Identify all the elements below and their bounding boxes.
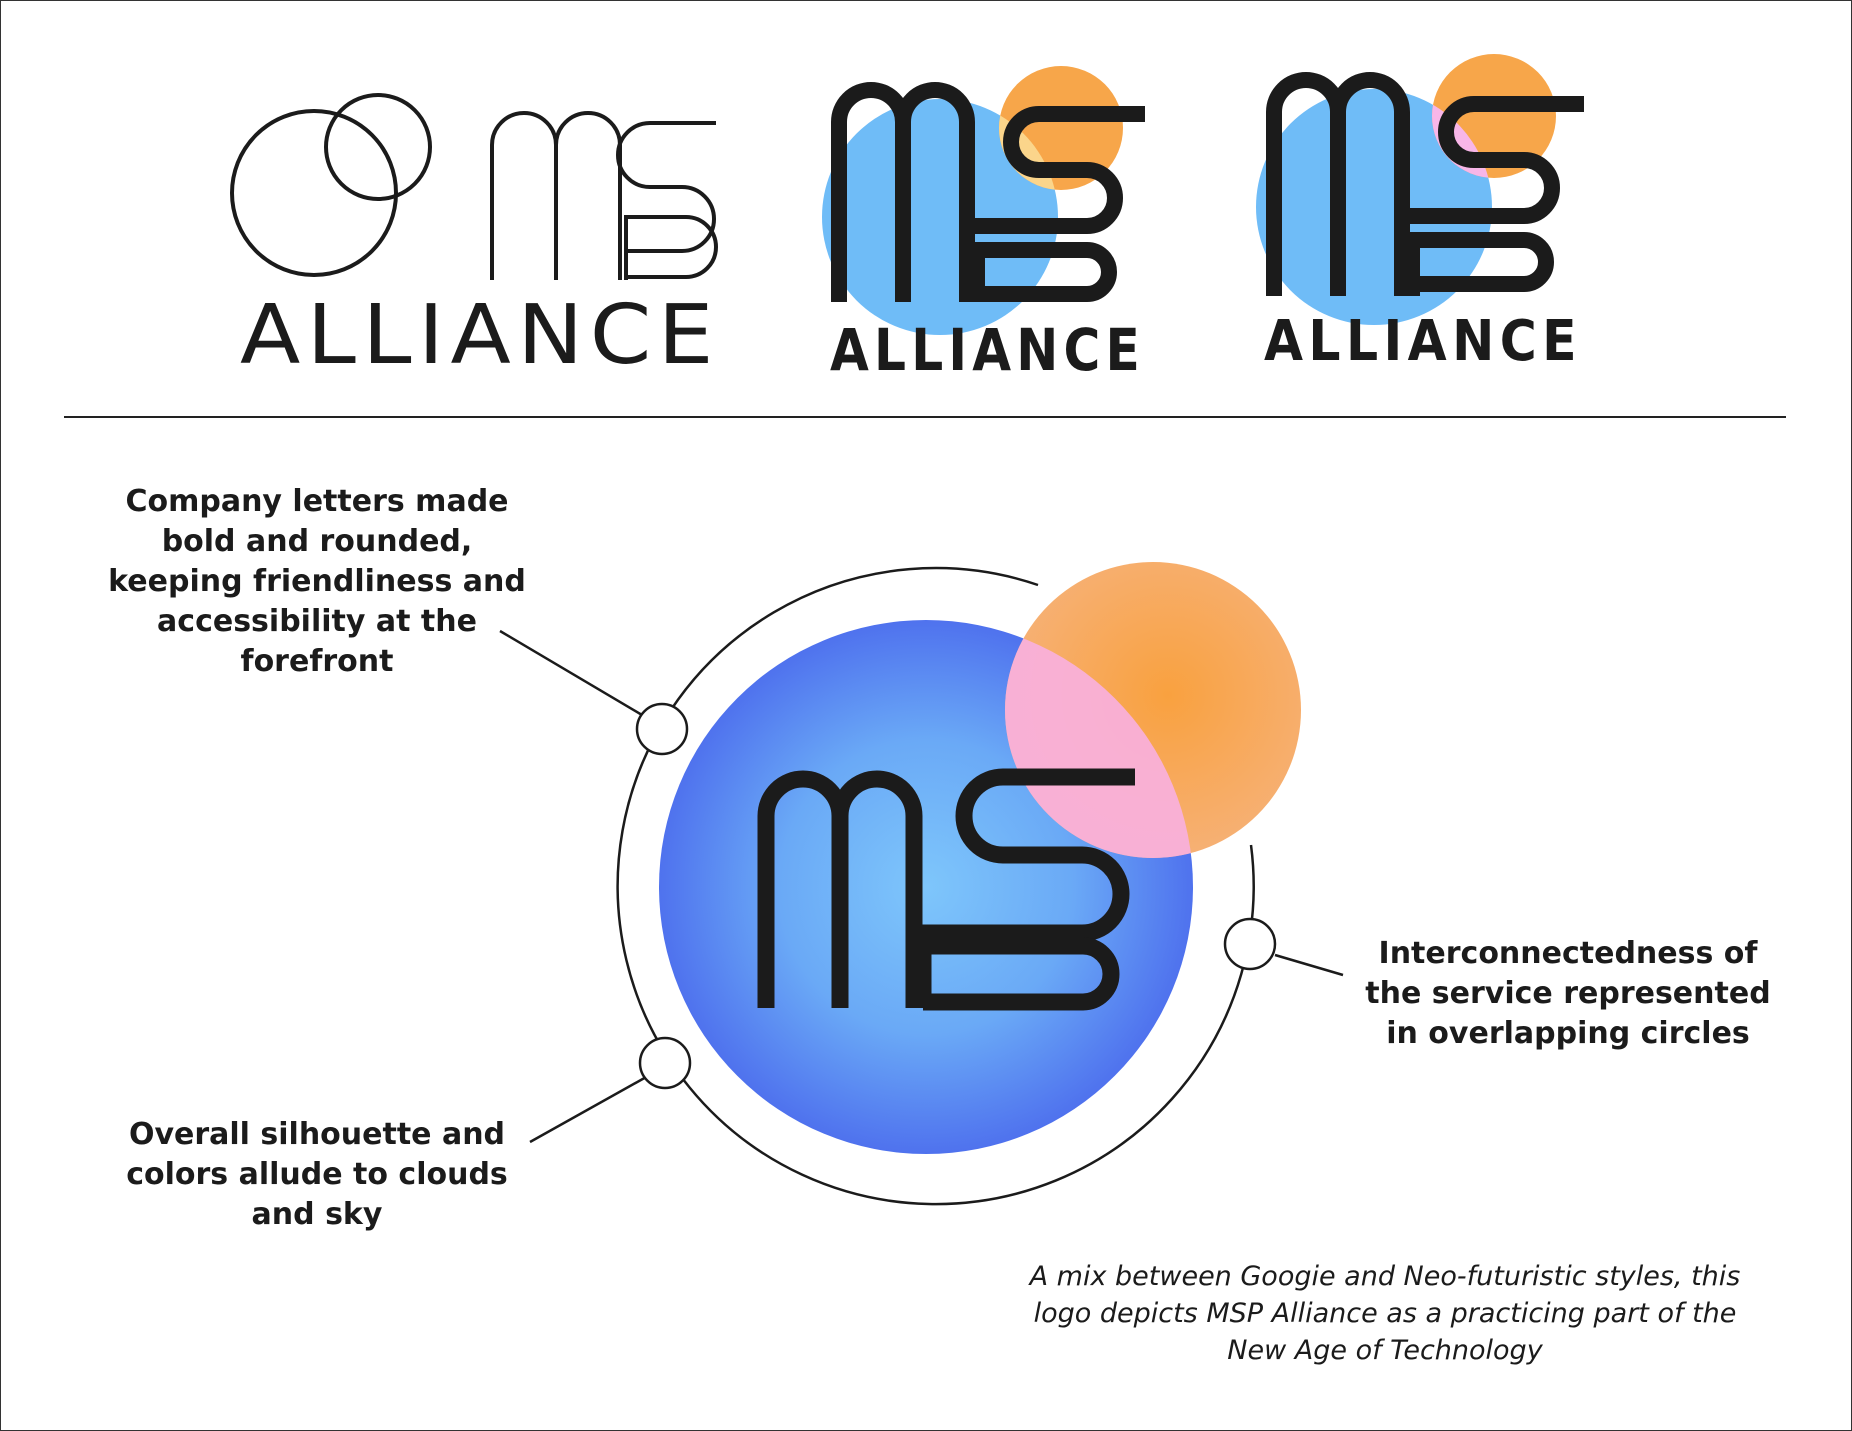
- msp-monogram-icon: [1266, 72, 1584, 296]
- blue-circle-icon: [822, 99, 1058, 335]
- logo-color-pink: ALLIANCE: [1256, 54, 1584, 374]
- outline-p-icon: [624, 215, 718, 280]
- annotation-interconnected: Interconnectedness of the service repres…: [1365, 936, 1771, 1051]
- logo-color-yellow-wordmark: ALLIANCE: [830, 316, 1145, 384]
- msp-monogram-icon: [757, 768, 1135, 1011]
- logo-color-pink-wordmark: ALLIANCE: [1264, 309, 1582, 374]
- callout-dot-icon: [635, 702, 689, 756]
- outline-m-icon: [490, 111, 622, 280]
- outline-circle-small-icon: [324, 93, 432, 201]
- orbit-ring-icon: [616, 566, 1255, 1206]
- logo-outline-wordmark: ALLIANCE: [240, 288, 720, 383]
- blue-circle-icon: [1256, 89, 1492, 325]
- outline-s-icon: [616, 121, 716, 253]
- msp-monogram-icon: [831, 82, 1145, 302]
- callout-dot-icon: [1223, 917, 1277, 971]
- callout-dot-icon: [638, 1036, 692, 1090]
- caption-text: A mix between Googie and Neo-futuristic …: [1029, 1261, 1741, 1366]
- outline-circle-large-icon: [230, 109, 398, 277]
- annotation-silhouette: Overall silhouette and colors allude to …: [126, 1117, 508, 1232]
- annotation-letters: Company letters made bold and rounded, k…: [108, 484, 526, 679]
- logo-color-yellow: ALLIANCE: [822, 66, 1145, 384]
- logo-outline: ALLIANCE: [230, 93, 718, 383]
- section-divider: [64, 416, 1786, 418]
